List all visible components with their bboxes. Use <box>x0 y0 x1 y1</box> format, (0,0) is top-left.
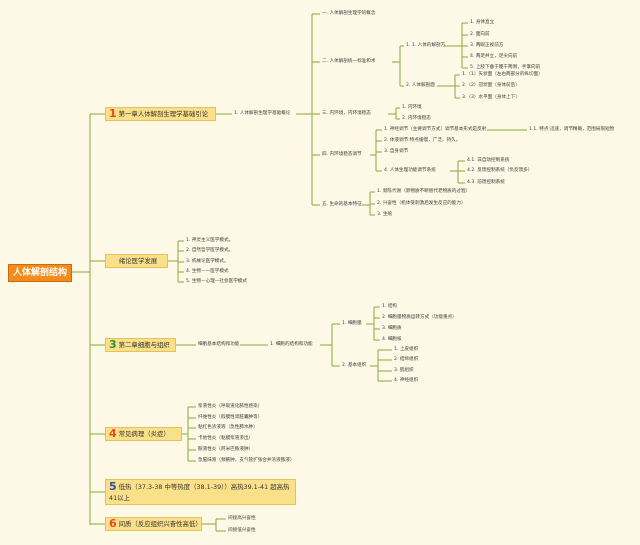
ch1-b1-4[interactable]: 4. 两足并立，足尖向前 <box>470 54 518 59</box>
ch3-g1-4[interactable]: 4. 细胞核 <box>382 337 402 342</box>
ch4-item-2[interactable]: 纤维性炎（假膜性肾脏囊肿等） <box>198 415 263 420</box>
ch1-d4-1[interactable]: 4.1. 非自动控制系统 <box>467 158 510 163</box>
ch1-b2[interactable]: 2. 人体解剖面 <box>406 83 435 88</box>
chapter-1-label: 第一章人体解剖生理学基础引论 <box>118 110 209 118</box>
ch1-b2-3[interactable]: 3.（3）水平面（身体上下） <box>462 95 520 100</box>
chapter-4-label: 常见病理（炎症） <box>118 430 170 438</box>
ch1-d4-2[interactable]: 4.2. 反馈控制系统（负反馈多） <box>467 168 533 173</box>
chapter-3-label: 第二章细胞与组织 <box>118 341 170 349</box>
ch1-e-1[interactable]: 1. 新陈代谢（新物质不断替代老物质的过程） <box>377 189 471 194</box>
ch6-item-1[interactable]: 间接高兴奋性 <box>228 516 256 521</box>
ch1-d3[interactable]: 3. 自身调节 <box>384 149 409 154</box>
ch1-c[interactable]: 三. 内环境，内环境稳态 <box>322 111 371 116</box>
ch2-item-5[interactable]: 5. 生物—心理—社会医学模式 <box>186 279 247 284</box>
ch3-g2-1[interactable]: 1. 上皮组织 <box>394 347 419 352</box>
ch1-e-2[interactable]: 2. 兴奋性（机体受刺激后发生反应的能力） <box>377 201 466 206</box>
ch1-b1[interactable]: 1. 1. 人体的解剖方 <box>406 43 446 48</box>
ch3-g2-2[interactable]: 2. 结缔组织 <box>394 357 419 362</box>
chapter-2-label: 绪论医学发展 <box>118 257 158 265</box>
chapter-5-label: 低热（37.3-38 中等热度（38.1-39））高热39.1-41 超高热41… <box>109 483 290 502</box>
chapter-6-label: 间质（反应组织兴奋性高低） <box>118 520 202 528</box>
ch1-c-2[interactable]: 2. 内环境稳态 <box>402 116 431 121</box>
ch1-b[interactable]: 二. 人体解剖统一标准和术 <box>322 59 376 64</box>
ch3-g2-4[interactable]: 4. 神经组织 <box>394 378 419 383</box>
ch1-b2-2[interactable]: 2.（2）冠状面（身体前后） <box>462 83 520 88</box>
ch1-e[interactable]: 五. 生命的基本特征 <box>322 202 362 207</box>
ch4-item-5[interactable]: 脓液性炎（阿米巴脓液肿） <box>198 447 254 452</box>
ch3-g2-3[interactable]: 3. 肌组织 <box>394 368 414 373</box>
ch4-item-6[interactable]: 急脑味液（颈腋肿，支气管扩张合并浓液脓液） <box>198 458 295 463</box>
ch4-item-1[interactable]: 浆液性炎（呼吸道化脓性感染） <box>198 404 263 409</box>
ch1-b1-3[interactable]: 3. 两眼正视前方 <box>470 43 504 48</box>
chapter-1-number: 1 <box>109 107 117 120</box>
chapter-5-number: 5 <box>109 480 117 493</box>
ch1-d4[interactable]: 4. 人体生理功能调节系统 <box>384 168 436 173</box>
chapter-3-number: 3 <box>109 338 117 351</box>
ch3-sub[interactable]: 细胞基本结构和功能 <box>198 342 240 347</box>
ch1-d[interactable]: 四. 内环境稳态调节 <box>322 152 362 157</box>
ch4-item-3[interactable]: 粘红色浓液液（急性肺水肿） <box>198 425 258 430</box>
ch1-d2[interactable]: 2. 体液调节:特点缓慢，广泛，持久。 <box>384 138 461 143</box>
ch6-item-2[interactable]: 间接低兴奋性 <box>228 528 256 533</box>
ch4-item-4[interactable]: 卡他性炎（粘膜浆液渗出） <box>198 436 254 441</box>
ch3-g1[interactable]: 1. 细胞膜 <box>342 321 362 326</box>
ch3-g1-3[interactable]: 3. 细胞质 <box>382 326 402 331</box>
ch1-b1-2[interactable]: 2. 面向前 <box>470 32 490 37</box>
ch2-item-3[interactable]: 3. 机械论医学模式。 <box>186 259 229 264</box>
ch1-d1-note[interactable]: 1.1. 特点:迅速，调节精确，范围局限短暂 <box>529 127 615 132</box>
ch1-c-1[interactable]: 1. 内环境 <box>402 105 422 110</box>
chapter-6-number: 6 <box>109 517 117 530</box>
ch2-item-2[interactable]: 2. 自然哲学医学模式。 <box>186 248 234 253</box>
ch1-sub[interactable]: 1. 人体解剖生理学基础概论 <box>234 111 291 116</box>
ch1-d1[interactable]: 1. 神经调节（主要调节方式）调节基本形式是反射 <box>384 127 487 132</box>
ch3-sub2[interactable]: 1. 细胞的结构和功能 <box>270 342 313 347</box>
chapter-4-number: 4 <box>109 427 117 440</box>
ch1-d4-3[interactable]: 4.3. 前馈控制系统 <box>467 180 505 185</box>
ch1-b1-5[interactable]: 5. 上肢下垂于躯干两侧，手掌向前 <box>470 65 541 70</box>
root-node[interactable]: 人体解剖结构 <box>8 264 72 282</box>
ch1-a[interactable]: 一. 人体解剖生理学的概念 <box>322 11 376 16</box>
ch3-g1-1[interactable]: 1. 结构 <box>382 304 398 309</box>
ch3-g1-2[interactable]: 2. 细胞膜物质运转方式（功能重点） <box>382 315 457 320</box>
ch2-item-4[interactable]: 4. 生物——医学模式 <box>186 269 229 274</box>
ch3-g2[interactable]: 2. 基本组织 <box>342 363 367 368</box>
ch1-b1-1[interactable]: 1. 身体直立 <box>470 20 495 25</box>
ch1-b2-1[interactable]: 1.（1）矢状面（左右两部分的纵切面） <box>462 72 543 77</box>
chapter-2-node[interactable]: 绪论医学发展 <box>105 254 168 268</box>
ch2-item-1[interactable]: 1. 神灵主义医学模式。 <box>186 238 234 243</box>
ch1-e-3[interactable]: 3. 生殖 <box>377 212 393 217</box>
